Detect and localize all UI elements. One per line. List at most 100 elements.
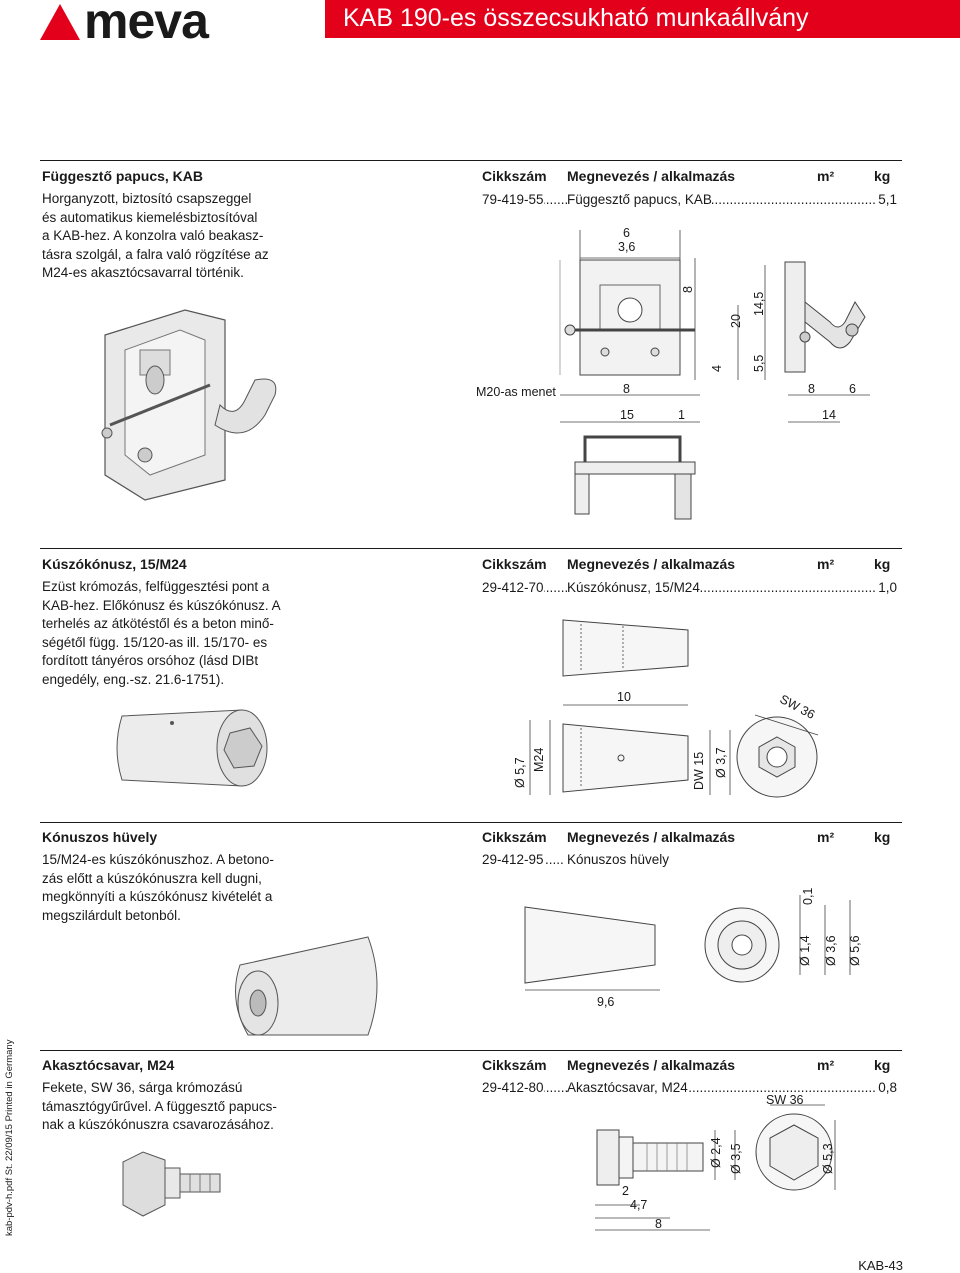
section-description: Horganyzott, biztosító csapszeggel és au… (42, 190, 287, 283)
section-description: 15/M24-es kúszókónuszhoz. A betono- zás … (42, 851, 292, 925)
desc-line: tásra szolgál, a falra való rögzítése az (42, 246, 269, 262)
dim-label: 20 (729, 314, 743, 328)
desc-line: KAB-hez. Előkónusz és kúszókónusz. A (42, 597, 281, 613)
dim-label: 4 (710, 365, 724, 372)
desc-line: ségétől függ. 15/120-as ill. 15/170- es (42, 634, 268, 650)
header-code: Cikkszám (482, 829, 547, 845)
hanger-bolt-end-view (755, 1113, 833, 1191)
dim-label: Ø 3,6 (824, 935, 838, 966)
meva-logo: meva (40, 0, 270, 49)
header-name: Megnevezés / alkalmazás (567, 829, 736, 845)
header-name: Megnevezés / alkalmazás (567, 556, 736, 572)
leader-dots: ........................................… (482, 1080, 897, 1095)
title-bar: KAB 190-es összecsukható munkaállvány (325, 0, 960, 38)
cone-sleeve-end-view (704, 907, 780, 983)
header-weight: kg (874, 168, 891, 184)
leader-dots: ..... (545, 852, 564, 867)
dim-label: Ø 1,4 (798, 935, 812, 966)
dim-label: SW 36 (766, 1093, 804, 1107)
desc-line: 15/M24-es kúszókónuszhoz. A betono- (42, 852, 274, 867)
dim-label: Ø 5,3 (821, 1143, 835, 1174)
dimension-lines (560, 230, 870, 423)
header-area: m² (817, 168, 835, 184)
header-weight: kg (874, 829, 891, 845)
row-code: 29-412-70 (482, 580, 544, 595)
desc-line: nak a kúszókónuszra csavarozásához. (42, 1117, 274, 1132)
desc-line: és automatikus kiemelésbiztosítóval (42, 209, 258, 225)
dim-label: 8 (623, 382, 630, 396)
cone-sleeve-side-view (524, 906, 656, 984)
dim-label: 2 (622, 1184, 629, 1198)
thread-label: M20-as menet (476, 385, 556, 399)
hanger-shoe-side-view (784, 261, 866, 373)
print-note: kab-pdv-h.pdf St. 22/09/15 Printed in Ge… (4, 1039, 15, 1236)
dim-label: 3,6 (618, 240, 636, 254)
dim-label: Ø 3,5 (729, 1143, 743, 1174)
header-name: Megnevezés / alkalmazás (567, 1057, 736, 1073)
section-divider (40, 1050, 902, 1051)
dim-label: 8 (681, 286, 695, 293)
hanger-shoe-top-view (574, 435, 696, 520)
desc-line: a KAB-hez. A konzolra való beakasz- (42, 228, 264, 243)
header-area: m² (817, 556, 835, 572)
dim-label: 4,7 (630, 1198, 648, 1212)
dimension-lines (525, 895, 851, 991)
hanger-bolt-3d-drawing (122, 1151, 221, 1217)
hanger-shoe-front-view (559, 259, 695, 376)
row-name: Kónuszos hüvely (567, 852, 670, 867)
climbing-cone-top-view (562, 619, 689, 677)
dim-label: 10 (617, 690, 631, 704)
header-area: m² (817, 1057, 835, 1073)
header-area: m² (817, 829, 835, 845)
desc-line: támasztógyűrűvel. A függesztő papucs- (42, 1098, 277, 1114)
row-code: 29-412-95 (482, 852, 544, 867)
hanger-bolt-side-view (596, 1129, 704, 1186)
table-row: ........................................… (482, 580, 897, 598)
section-title: Kónuszos hüvely (42, 829, 158, 845)
logo-triangle-icon (40, 4, 80, 40)
logo-wordmark: meva (84, 0, 209, 49)
table-header: Cikkszám Megnevezés / alkalmazás m² kg (482, 1057, 897, 1075)
header-code: Cikkszám (482, 168, 547, 184)
header-weight: kg (874, 556, 891, 572)
desc-line: megszilárdult betonból. (42, 907, 181, 923)
row-name: Akasztócsavar, M24 (567, 1080, 688, 1095)
page-number: KAB-43 (858, 1258, 903, 1273)
dim-label: 5,5 (752, 354, 766, 372)
table-header: Cikkszám Megnevezés / alkalmazás m² kg (482, 168, 897, 186)
dim-label: 1 (678, 408, 685, 422)
row-kg: 1,0 (876, 580, 897, 595)
dim-label: 0,1 (801, 887, 815, 905)
table-header: Cikkszám Megnevezés / alkalmazás m² kg (482, 556, 897, 574)
dim-label: 15 (620, 408, 634, 422)
climbing-cone-end-view (736, 716, 818, 798)
cone-sleeve-3d-drawing (235, 936, 378, 1036)
dim-label: Ø 5,7 (513, 757, 527, 788)
table-row: ........................................… (482, 1080, 897, 1098)
dim-label: 8 (808, 382, 815, 396)
section-divider (40, 822, 902, 823)
section-title: Függesztő papucs, KAB (42, 168, 204, 184)
desc-line: terhelés az átkötéstől és a beton minő- (42, 616, 274, 631)
section-divider (40, 160, 902, 161)
table-header: Cikkszám Megnevezés / alkalmazás m² kg (482, 829, 897, 847)
section-title: Akasztócsavar, M24 (42, 1057, 175, 1073)
section-description: Fekete, SW 36, sárga krómozású támasztóg… (42, 1079, 292, 1135)
hanger-shoe-3d-drawing (101, 309, 277, 501)
desc-line: fordított tányéros orsóhoz (lásd DIBt (42, 653, 259, 668)
section-title: Kúszókónusz, 15/M24 (42, 556, 187, 572)
dimension-lines (529, 704, 819, 795)
desc-line: Ezüst krómozás, felfüggesztési pont a (42, 579, 270, 594)
dim-label: 6 (623, 226, 630, 240)
dim-label: DW 15 (692, 751, 706, 790)
row-kg: 5,1 (876, 192, 897, 207)
dim-label: Ø 3,7 (714, 747, 728, 778)
desc-line: engedély, eng.-sz. 21.6-1751). (42, 671, 225, 687)
dim-label: 6 (849, 382, 856, 396)
dim-label: Ø 2,4 (709, 1137, 723, 1168)
climbing-cone-side-view (562, 723, 689, 793)
header-code: Cikkszám (482, 556, 547, 572)
desc-line: zás előtt a kúszókónuszra kell dugni, (42, 870, 262, 886)
page-title: KAB 190-es összecsukható munkaállvány (343, 4, 809, 32)
row-code: 29-412-80 (482, 1080, 544, 1095)
